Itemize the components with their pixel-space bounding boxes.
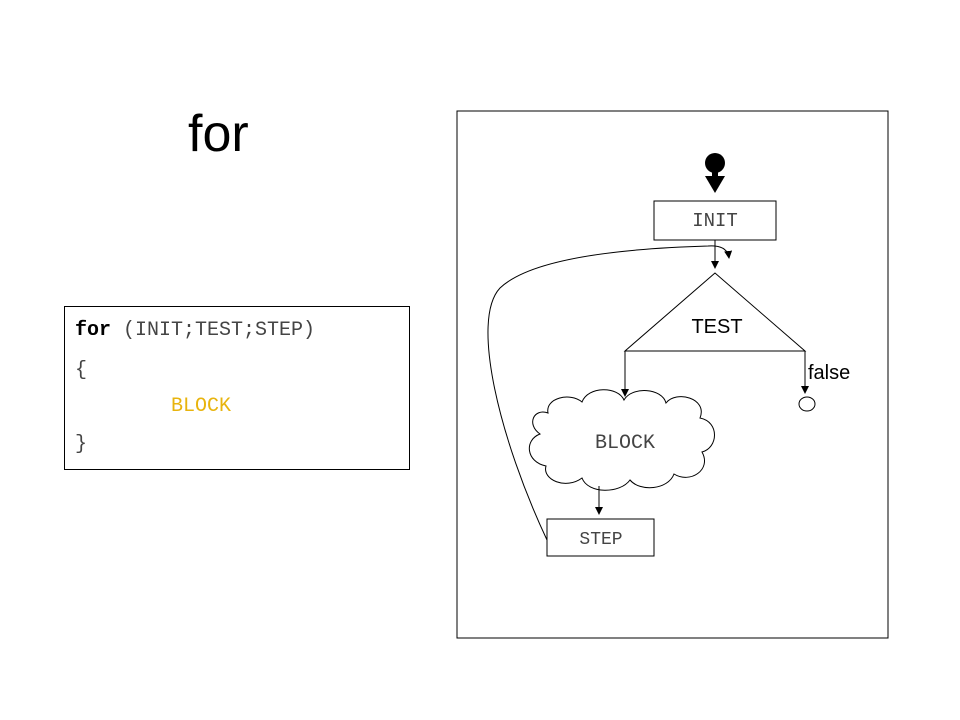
code-line-header: for (INIT;TEST;STEP) (75, 319, 315, 343)
diagram-frame (456, 110, 889, 639)
code-header-args: (INIT;TEST;STEP) (111, 319, 316, 342)
code-close-brace: } (75, 433, 88, 456)
slide-title: for (188, 105, 249, 163)
step-box: STEP (546, 518, 655, 557)
code-box: for (INIT;TEST;STEP) { BLOCK } (64, 306, 410, 470)
test-triangle: TEST (623, 272, 807, 352)
block-cloud: BLOCK (529, 389, 715, 491)
block-label: BLOCK (595, 432, 655, 455)
code-open-brace: { (75, 359, 88, 382)
test-label: TEST (691, 316, 742, 338)
start-node (705, 153, 725, 193)
step-label: STEP (579, 530, 622, 550)
init-box: INIT (653, 200, 777, 241)
code-block: BLOCK (171, 395, 232, 418)
init-label: INIT (692, 210, 738, 232)
loop-back-arrow (487, 245, 733, 541)
end-node (798, 396, 816, 412)
code-keyword-for: for (75, 319, 112, 342)
false-label: false (808, 362, 850, 384)
